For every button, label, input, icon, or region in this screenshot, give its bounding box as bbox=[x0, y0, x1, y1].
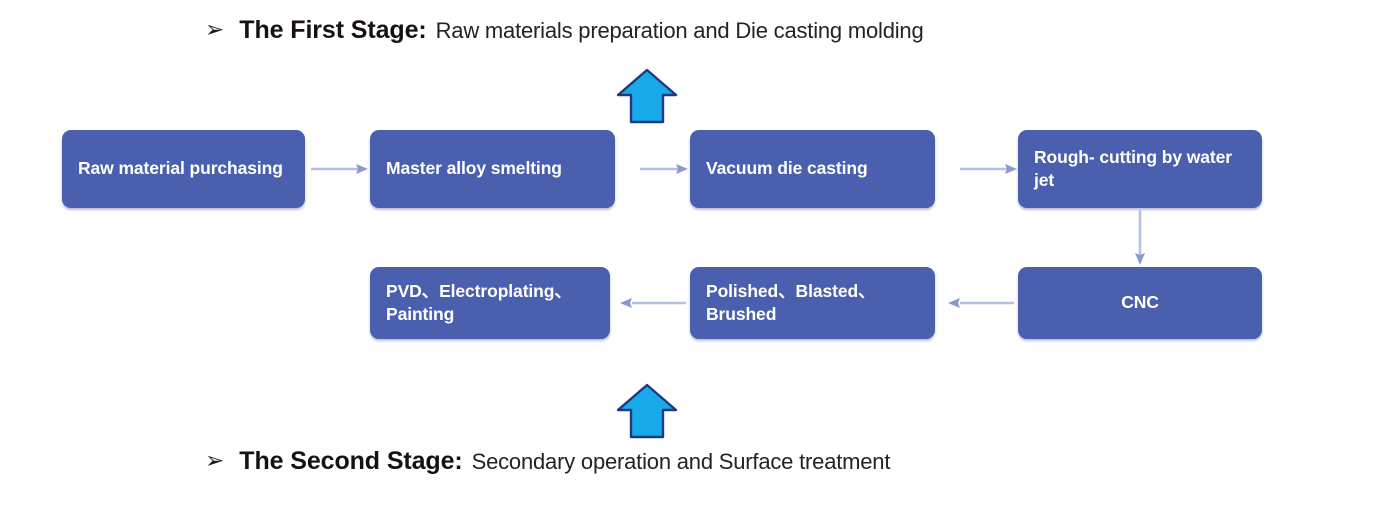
process-box-label: CNC bbox=[1121, 292, 1159, 313]
stage-heading-first: ➢ The First Stage: Raw materials prepara… bbox=[205, 16, 924, 45]
connector-arrow-right-icon bbox=[311, 164, 368, 174]
process-box-vacuum-die-casting[interactable]: Vacuum die casting bbox=[690, 130, 935, 208]
process-box-polished-blasted-brushed[interactable]: Polished、Blasted、Brushed bbox=[690, 267, 935, 339]
process-box-label: Master alloy smelting bbox=[386, 158, 562, 179]
process-box-label: Raw material purchasing bbox=[78, 158, 283, 179]
process-box-raw-material-purchasing[interactable]: Raw material purchasing bbox=[62, 130, 305, 208]
process-box-cnc[interactable]: CNC bbox=[1018, 267, 1262, 339]
process-box-rough-cutting-water-jet[interactable]: Rough- cutting by water jet bbox=[1018, 130, 1262, 208]
stage-first-description: Raw materials preparation and Die castin… bbox=[435, 18, 924, 43]
stage-second-label: The Second Stage: bbox=[239, 447, 463, 475]
connector-arrow-down-icon bbox=[1135, 210, 1145, 265]
stage-pointer-up-icon bbox=[616, 68, 678, 124]
process-box-pvd-electroplating-painting[interactable]: PVD、Electroplating、Painting bbox=[370, 267, 610, 339]
stage-heading-second: ➢ The Second Stage: Secondary operation … bbox=[205, 447, 890, 476]
process-box-label: Polished、Blasted、Brushed bbox=[706, 280, 876, 324]
process-box-master-alloy-smelting[interactable]: Master alloy smelting bbox=[370, 130, 615, 208]
arrow-bullet-icon: ➢ bbox=[205, 16, 225, 42]
process-box-label: Vacuum die casting bbox=[706, 158, 868, 179]
connector-arrow-left-icon bbox=[620, 298, 686, 308]
process-box-label: Rough- cutting by water jet bbox=[1034, 146, 1232, 190]
connector-arrow-left-icon bbox=[948, 298, 1014, 308]
connector-arrow-right-icon bbox=[960, 164, 1017, 174]
stage-pointer-up-icon bbox=[616, 383, 678, 439]
stage-second-description: Secondary operation and Surface treatmen… bbox=[471, 449, 891, 474]
process-box-label: PVD、Electroplating、Painting bbox=[386, 280, 572, 324]
arrow-bullet-icon: ➢ bbox=[205, 447, 225, 473]
stage-first-label: The First Stage: bbox=[239, 16, 427, 44]
connector-arrow-right-icon bbox=[640, 164, 688, 174]
